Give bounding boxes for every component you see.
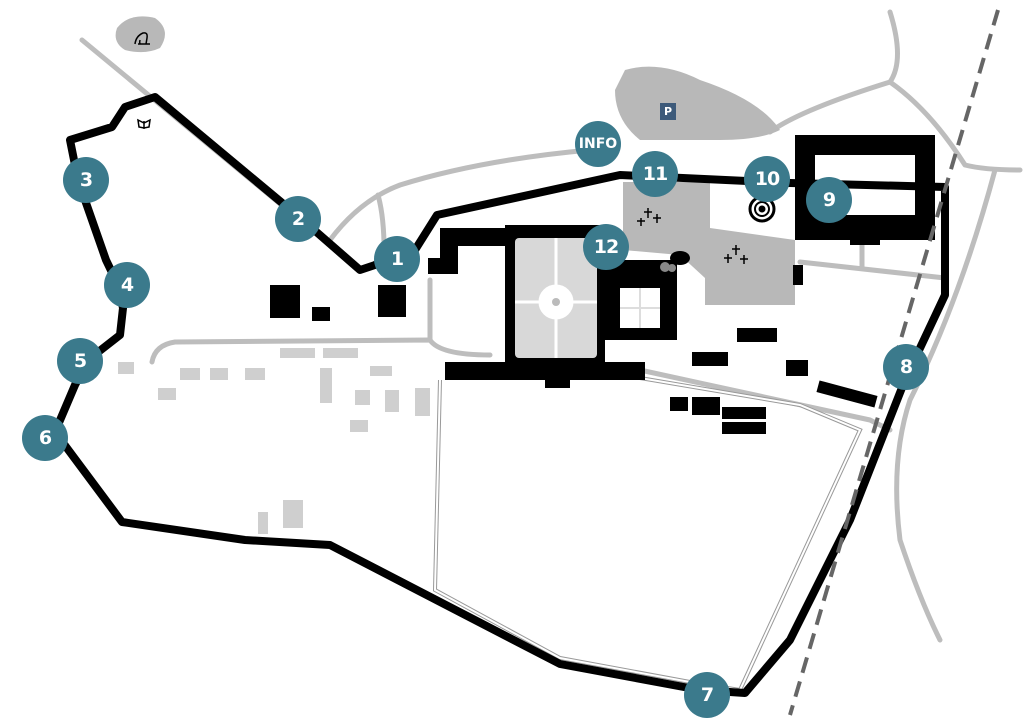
stop-marker-9[interactable]: 9 xyxy=(806,177,852,223)
parking-sign: P xyxy=(660,103,676,120)
butterfly-icon xyxy=(137,118,151,129)
stop-marker-10[interactable]: 10 xyxy=(744,156,790,202)
stop-marker-6[interactable]: 6 xyxy=(22,415,68,461)
stop-marker-1[interactable]: 1 xyxy=(374,236,420,282)
stop-marker-4[interactable]: 4 xyxy=(104,262,150,308)
cemetery-area xyxy=(623,182,795,305)
stop-marker-8[interactable]: 8 xyxy=(883,344,929,390)
stop-marker-7[interactable]: 7 xyxy=(684,672,730,718)
railway-line xyxy=(788,9,1000,716)
stop-marker-12[interactable]: 12 xyxy=(583,224,629,270)
stop-marker-3[interactable]: 3 xyxy=(63,157,109,203)
parking-area xyxy=(615,66,780,140)
minor-buildings xyxy=(118,348,430,534)
stop-marker-2[interactable]: 2 xyxy=(275,196,321,242)
flower-bed-icon xyxy=(552,298,560,306)
cross-icon xyxy=(637,208,661,226)
field-boundary xyxy=(432,376,863,693)
stop-marker-5[interactable]: 5 xyxy=(57,338,103,384)
stop-marker-11[interactable]: 11 xyxy=(632,151,678,197)
info-marker[interactable]: INFO xyxy=(575,121,621,167)
frog-icon xyxy=(134,32,150,45)
cross-icon xyxy=(724,245,748,264)
